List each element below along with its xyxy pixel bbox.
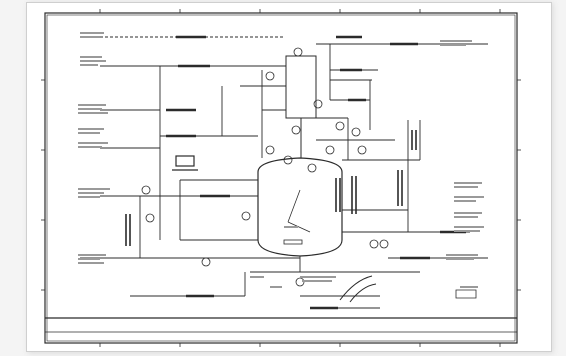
upper-column [285,55,317,119]
heavy-line-segments [166,35,466,310]
outlet-symbol [455,289,477,299]
reactor-vessel [257,157,343,257]
instrument-bubbles [141,47,389,287]
pump-symbol [175,155,195,167]
illegible-labels [78,32,484,288]
zone-ticks [41,9,521,347]
return-line-arc [339,275,373,301]
process-lines [80,36,488,309]
drawing-sheet [26,2,552,352]
drawing-border [44,12,518,344]
heat-exchangers [125,130,417,246]
inner-border [46,14,516,342]
